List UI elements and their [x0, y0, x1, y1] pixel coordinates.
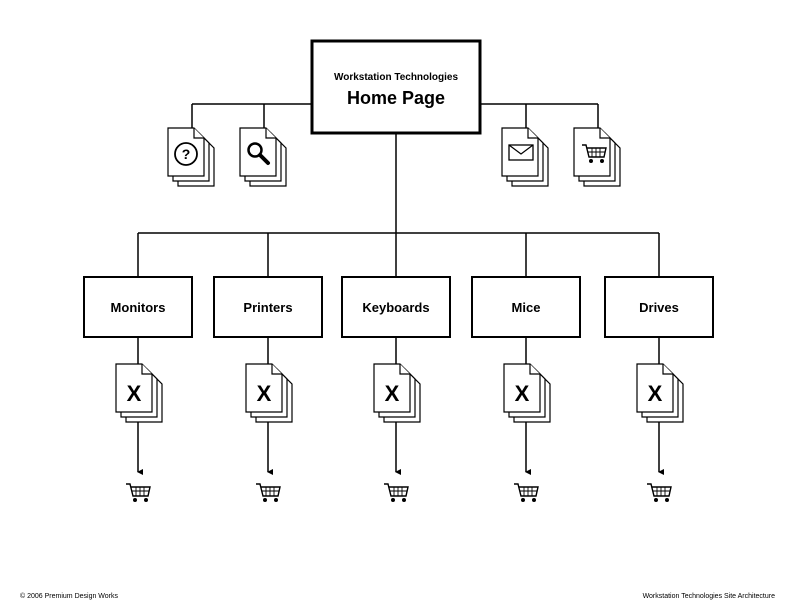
mail-icon	[508, 144, 534, 161]
category-box[interactable]	[604, 276, 714, 338]
shopping-cart-icon[interactable]	[514, 483, 539, 502]
footer-caption: Workstation Technologies Site Architectu…	[643, 593, 776, 600]
category-page-stack[interactable]: X	[373, 363, 421, 423]
placeholder-x-mark: X	[385, 381, 400, 406]
category-label: Keyboards	[362, 300, 429, 315]
utility-page-mail[interactable]	[501, 127, 549, 187]
shopping-cart-icon	[582, 144, 607, 163]
category-label: Monitors	[111, 300, 166, 315]
category-node[interactable]: Monitors	[83, 276, 193, 338]
connector-lines	[138, 103, 659, 234]
shopping-cart-icon[interactable]	[256, 483, 281, 502]
category-box[interactable]	[213, 276, 323, 338]
placeholder-x-mark: X	[127, 381, 142, 406]
utility-page-cart[interactable]	[573, 127, 621, 187]
shopping-cart-icon[interactable]	[647, 483, 672, 502]
category-node[interactable]: Mice	[471, 276, 581, 338]
category-page-stack[interactable]: X	[115, 363, 163, 423]
category-node[interactable]: Keyboards	[341, 276, 451, 338]
home-page-title: Home Page	[347, 88, 445, 108]
utility-page-search[interactable]	[239, 127, 287, 187]
category-page-stack[interactable]: X	[503, 363, 551, 423]
category-page-stack[interactable]: X	[636, 363, 684, 423]
category-node[interactable]: Printers	[213, 276, 323, 338]
svg-text:?: ?	[182, 146, 191, 162]
category-box[interactable]	[471, 276, 581, 338]
category-label: Printers	[243, 300, 292, 315]
category-box[interactable]	[341, 276, 451, 338]
home-page-box[interactable]	[310, 39, 482, 135]
utility-page-help[interactable]: ?	[167, 127, 215, 187]
home-page-subtitle: Workstation Technologies	[334, 72, 459, 83]
category-label: Mice	[512, 300, 541, 315]
category-node[interactable]: Drives	[604, 276, 714, 338]
placeholder-x-mark: X	[257, 381, 272, 406]
shopping-cart-icon[interactable]	[126, 483, 151, 502]
help-icon: ?	[174, 142, 198, 166]
footer-copyright: © 2006 Premium Design Works	[20, 592, 119, 600]
search-icon	[247, 142, 270, 165]
placeholder-x-mark: X	[648, 381, 663, 406]
category-box[interactable]	[83, 276, 193, 338]
home-page-node[interactable]: Workstation Technologies Home Page	[310, 39, 482, 135]
category-label: Drives	[639, 300, 679, 315]
category-page-stack[interactable]: X	[245, 363, 293, 423]
placeholder-x-mark: X	[515, 381, 530, 406]
shopping-cart-icon[interactable]	[384, 483, 409, 502]
